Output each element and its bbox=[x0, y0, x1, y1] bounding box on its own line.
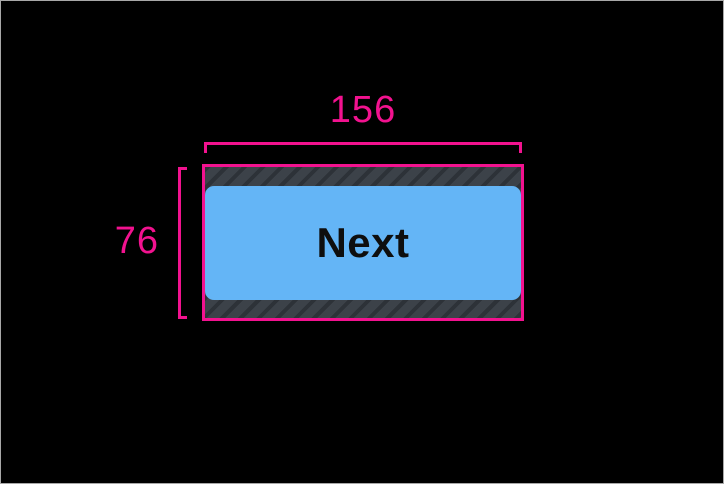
next-button[interactable]: Next bbox=[205, 185, 521, 300]
width-dimension-bracket bbox=[204, 142, 522, 153]
tap-target-outline: Next bbox=[202, 164, 524, 321]
width-dimension-label: 156 bbox=[329, 89, 397, 131]
height-dimension-bracket bbox=[178, 167, 187, 319]
height-dimension-label: 76 bbox=[114, 220, 159, 262]
